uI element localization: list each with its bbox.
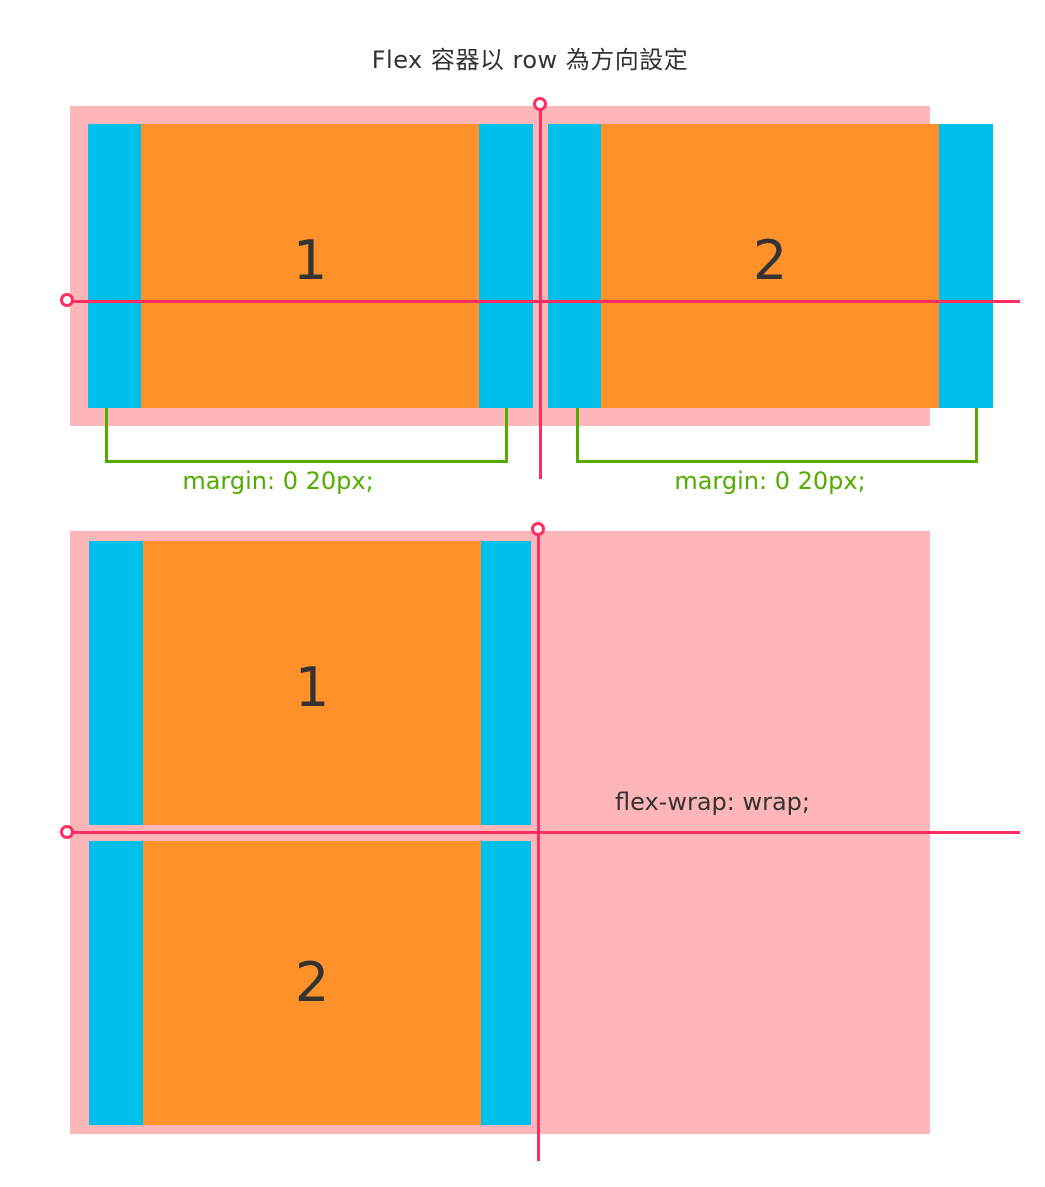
page-title: Flex 容器以 row 為方向設定 xyxy=(371,46,689,74)
main-axis-origin-icon xyxy=(60,293,74,307)
item-content: 1 xyxy=(141,124,479,408)
margin-annotation: margin: 0 20px; xyxy=(182,467,374,495)
margin-left xyxy=(548,124,601,408)
main-axis-line xyxy=(68,831,1020,834)
item-content: 2 xyxy=(143,841,481,1125)
cross-axis-line xyxy=(537,531,540,1161)
margin-bracket xyxy=(576,408,978,463)
item-number: 2 xyxy=(752,229,788,292)
margin-right xyxy=(479,124,533,408)
cross-axis-origin-icon xyxy=(531,522,545,536)
margin-left xyxy=(88,124,141,408)
item-content: 2 xyxy=(601,124,939,408)
margin-annotation: margin: 0 20px; xyxy=(674,467,866,495)
main-axis-origin-icon xyxy=(60,825,74,839)
item-content: 1 xyxy=(143,541,481,825)
margin-right xyxy=(481,841,531,1125)
item-number: 1 xyxy=(292,229,328,292)
margin-left xyxy=(89,841,143,1125)
margin-left xyxy=(89,541,143,825)
item-number: 2 xyxy=(294,951,330,1014)
margin-bracket xyxy=(105,408,508,463)
cross-axis-origin-icon xyxy=(533,97,547,111)
main-axis-line xyxy=(68,300,1020,303)
item-number: 1 xyxy=(294,656,330,719)
cross-axis-line xyxy=(539,106,542,479)
margin-right xyxy=(939,124,993,408)
flex-wrap-annotation: flex-wrap: wrap; xyxy=(615,788,810,816)
margin-right xyxy=(481,541,531,825)
